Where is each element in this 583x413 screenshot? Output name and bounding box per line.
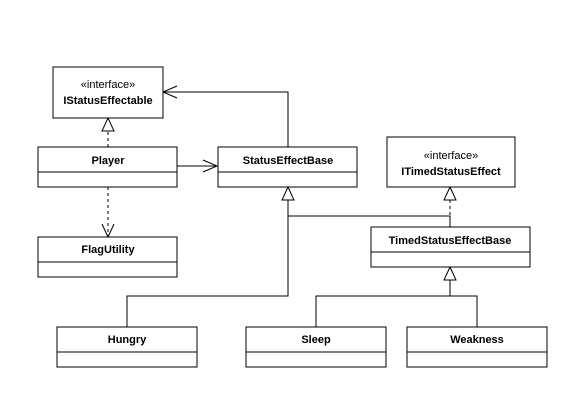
class-hungry[interactable]: Hungry bbox=[56, 326, 198, 368]
class-name: FlagUtility bbox=[81, 244, 135, 256]
edge-statuseffectbase-to-istatuseffectable bbox=[163, 91, 289, 147]
realization-arrowhead bbox=[443, 185, 457, 201]
class-name: Player bbox=[91, 155, 125, 167]
class-name: Weakness bbox=[450, 334, 504, 346]
class-sleep[interactable]: Sleep bbox=[245, 326, 387, 368]
class-name: ITimedStatusEffect bbox=[401, 166, 501, 178]
stereotype-label: «interface» bbox=[81, 79, 135, 91]
class-flagutility[interactable]: FlagUtility bbox=[37, 236, 178, 278]
association-arrowhead bbox=[202, 159, 219, 173]
class-istatuseffectable[interactable]: «interface» IStatusEffectable bbox=[52, 66, 164, 119]
class-name: Hungry bbox=[108, 334, 147, 346]
class-timedstatuseffectbase[interactable]: TimedStatusEffectBase bbox=[370, 226, 531, 268]
class-name: Sleep bbox=[301, 334, 331, 346]
edge-timedstatuseffectbase-extends-statuseffectbase bbox=[287, 200, 451, 227]
class-name: IStatusEffectable bbox=[63, 95, 152, 107]
stereotype-label: «interface» bbox=[424, 150, 478, 162]
class-name: TimedStatusEffectBase bbox=[389, 235, 512, 247]
generalization-arrowhead bbox=[281, 185, 295, 201]
class-player[interactable]: Player bbox=[37, 146, 178, 188]
realization-arrowhead bbox=[101, 116, 115, 132]
edge-hungry-extends-statuseffectbase bbox=[126, 216, 289, 327]
class-weakness[interactable]: Weakness bbox=[406, 326, 548, 368]
class-name: StatusEffectBase bbox=[243, 155, 333, 167]
generalization-arrowhead bbox=[443, 265, 457, 281]
edge-sleep-weakness-extend-timedstatuseffectbase bbox=[315, 295, 478, 327]
class-statuseffectbase[interactable]: StatusEffectBase bbox=[217, 146, 358, 188]
class-itimedstatuseffect[interactable]: «interface» ITimedStatusEffect bbox=[386, 136, 516, 188]
